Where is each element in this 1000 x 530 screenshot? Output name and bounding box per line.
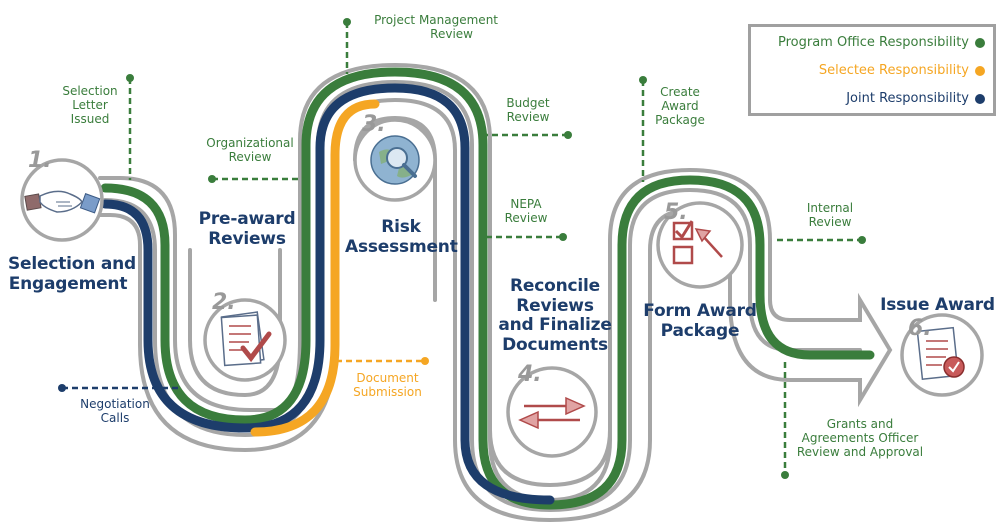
step-circle-4 [506,366,598,458]
milestone-line: NEPA [510,197,542,211]
legend-label: Program Office Responsibility [778,35,969,50]
milestone-line: Package [655,112,705,127]
milestone-dot [421,357,429,365]
step-title-2: Pre-award Reviews [192,209,302,249]
milestone-dot [564,131,572,139]
milestone-project-management-review: Project Management Review [358,13,498,42]
step-title-6: Issue Award [880,295,995,316]
milestone-dot [126,74,134,82]
milestone-negotiation-calls: Negotiation Calls [70,397,160,426]
milestone-line: Submission [353,384,422,399]
milestone-nepa-review: NEPA Review [496,197,556,226]
green-dot-icon [975,37,985,48]
step-title-line: Issue Award [880,295,995,315]
checkbox-arrow-icon [672,220,723,265]
road-border-loop-4 [488,328,612,488]
globe-magnifier-icon [370,135,420,185]
step-title-line: Reviews [516,295,594,316]
orange-dot-icon [975,65,985,76]
legend-item-program-office: Program Office Responsibility [778,35,985,50]
step-title-1: Selection and Engagement [8,254,137,294]
step-title-line: Reviews [208,228,286,249]
milestone-document-submission: Document Submission [345,371,430,400]
step-title-4: Reconcile Reviews and Finalize Documents [495,276,615,355]
legend-item-joint: Joint Responsibility [846,91,985,106]
step-title-line: Pre-award [198,209,296,229]
milestone-line: Selection [62,84,118,98]
milestone-line: Review [506,109,550,124]
step-title-line: Reconcile [510,276,600,296]
milestone-line: Grants and [826,417,894,431]
milestone-line: Calls [100,410,130,425]
step-title-line: Risk [381,217,421,237]
milestone-budget-review: Budget Review [498,96,558,125]
legend-label: Joint Responsibility [846,91,969,106]
milestone-line: Award [661,98,699,113]
navy-lane [100,83,555,505]
milestone-line: Review [504,210,548,225]
step-title-line: Engagement [8,273,128,294]
milestone-line: Review [808,214,852,229]
step-number-6: 6. [908,316,932,341]
milestone-line: Letter [72,97,108,112]
road-border-inner-left [103,79,862,513]
step-number-4: 4. [518,362,542,387]
step-title-line: Form Award [643,301,757,321]
milestone-selection-letter: Selection Letter Issued [55,84,125,126]
milestone-line: Project Management [374,13,498,27]
milestone-create-award-package: Create Award Package [650,85,710,127]
milestone-internal-review: Internal Review [800,201,860,230]
legend-item-selectee: Selectee Responsibility [819,63,985,78]
step-title-line: and Finalize [498,315,612,336]
milestone-line: Create [660,85,700,99]
milestone-dot [639,76,647,84]
milestone-organizational-review: Organizational Review [195,136,305,165]
handshake-icon [24,190,101,214]
step-title-line: Selection and [8,254,137,274]
exchange-arrows-icon [518,396,586,430]
milestone-line: Negotiation [80,397,150,411]
milestone-leaders [62,22,862,475]
milestone-line: Review [430,26,473,41]
orange-lane [250,99,380,437]
legend: Program Office Responsibility Selectee R… [748,24,996,116]
step-title-line: Package [660,320,740,341]
step-number-2: 2. [212,290,236,315]
checklist-document-icon [220,311,272,367]
milestone-line: Internal [806,201,854,215]
milestone-line: Budget [506,96,550,110]
milestone-dot [781,471,789,479]
milestone-line: Agreements Officer [801,430,919,445]
milestone-dot [208,175,216,183]
step-title-line: Documents [502,334,608,355]
milestone-dots [58,18,866,479]
step-number-5: 5. [664,200,688,225]
milestone-line: Document [356,371,419,385]
milestone-gao-review: Grants and Agreements Officer Review and… [790,417,930,459]
legend-label: Selectee Responsibility [818,63,969,78]
step-number-3: 3. [362,112,386,137]
milestone-dot [343,18,351,26]
step-number-1: 1. [28,148,52,173]
milestone-line: Review [228,149,272,164]
step-title-3: Risk Assessment [345,217,458,257]
milestone-line: Issued [70,111,110,126]
milestone-dot [559,233,567,241]
navy-dot-icon [975,93,985,104]
milestone-line: Organizational [206,136,294,150]
milestone-line: Review and Approval [796,444,924,459]
step-title-5: Form Award Package [640,301,760,341]
certificate-document-icon [916,326,965,381]
step-title-line: Assessment [345,236,458,257]
milestone-dot [58,384,66,392]
milestone-dot [858,236,866,244]
